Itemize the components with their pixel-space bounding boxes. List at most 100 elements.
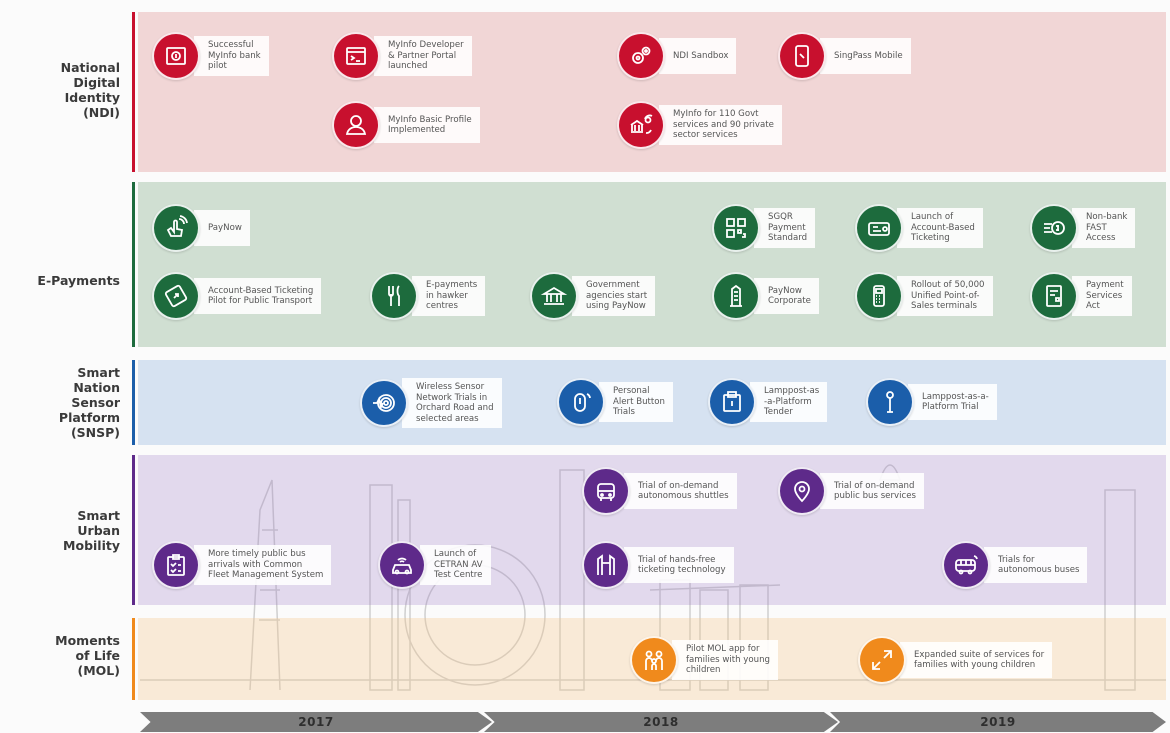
snsp-item-lamppost-tender: Lamppost-as -a-Platform Tender: [708, 378, 828, 426]
row-label-ndi: National Digital Identity (NDI): [60, 60, 120, 120]
epay-item-sgqr: SGQR Payment Standard: [712, 204, 816, 252]
wireless-sensor-icon: [360, 379, 408, 427]
government-exchange-icon: [617, 101, 665, 149]
item-label: More timely public bus arrivals with Com…: [194, 545, 332, 585]
epay-item-fast: Non-bank FAST Access: [1030, 204, 1136, 252]
item-label: Trial of hands-free ticketing technology: [624, 547, 734, 583]
item-label: PayNow: [194, 210, 250, 246]
item-label: SingPass Mobile: [820, 38, 911, 74]
item-label: Government agencies start using PayNow: [572, 276, 656, 316]
snsp-item-wireless-sensor: Wireless Sensor Network Trials in Orchar…: [360, 378, 502, 428]
item-label: NDI Sandbox: [659, 38, 737, 74]
lamppost-icon: [866, 378, 914, 426]
smartphone-icon: [778, 32, 826, 80]
item-label: Pilot MOL app for families with young ch…: [672, 640, 778, 680]
row-label-epayments: E-Payments: [37, 272, 120, 288]
autonomous-bus-icon: [942, 541, 990, 589]
gantry-icon: [582, 541, 630, 589]
clipboard-checklist-icon: [152, 541, 200, 589]
item-label: Trial of on-demand public bus services: [820, 473, 924, 509]
gears-icon: [617, 32, 665, 80]
mobility-item-on-demand-bus: Trial of on-demand public bus services: [778, 467, 924, 515]
expand-arrows-icon: [858, 636, 906, 684]
tap-hand-icon: [152, 204, 200, 252]
row-line-mobility: [132, 455, 135, 605]
row-line-snsp: [132, 360, 135, 445]
epay-item-paynow-corporate: PayNow Corporate: [712, 272, 819, 320]
row-label-mobility: Smart Urban Mobility: [63, 507, 120, 553]
epay-item-abt-pilot: Account-Based Ticketing Pilot for Public…: [152, 272, 322, 320]
building-icon: [712, 272, 760, 320]
item-label: E-payments in hawker centres: [412, 276, 486, 316]
item-label: Payment Services Act: [1072, 276, 1132, 316]
year-label: 2019: [980, 715, 1016, 729]
epay-item-paynow: PayNow: [152, 204, 250, 252]
ndi-item-sandbox: NDI Sandbox: [617, 32, 737, 80]
document-dollar-icon: [1030, 272, 1078, 320]
epay-item-pos: Rollout of 50,000 Unified Point-of- Sale…: [855, 272, 993, 320]
mol-item-pilot-app: Pilot MOL app for families with young ch…: [630, 636, 778, 684]
mobility-item-autonomous-shuttles: Trial of on-demand autonomous shuttles: [582, 467, 737, 515]
item-label: Rollout of 50,000 Unified Point-of- Sale…: [897, 276, 993, 316]
item-label: Lamppost-as-a- Platform Trial: [908, 384, 997, 420]
snsp-item-alert-button: Personal Alert Button Trials: [557, 378, 673, 426]
year-arrow-2017: 2017: [140, 712, 492, 732]
item-label: Wireless Sensor Network Trials in Orchar…: [402, 378, 502, 428]
row-line-ndi: [132, 12, 135, 172]
autonomous-car-icon: [378, 541, 426, 589]
item-label: SGQR Payment Standard: [754, 208, 816, 248]
family-icon: [630, 636, 678, 684]
item-label: MyInfo for 110 Govt services and 90 priv…: [659, 105, 782, 145]
item-label: Account-Based Ticketing Pilot for Public…: [194, 278, 322, 314]
government-icon: [530, 272, 578, 320]
mobility-item-hands-free: Trial of hands-free ticketing technology: [582, 541, 734, 589]
item-label: Trial of on-demand autonomous shuttles: [624, 473, 737, 509]
year-arrow-2019: 2019: [830, 712, 1166, 732]
safe-icon: [152, 32, 200, 80]
fork-knife-icon: [370, 272, 418, 320]
ndi-item-basic-profile: MyInfo Basic Profile Implemented: [332, 101, 480, 149]
fast-transfer-icon: [1030, 204, 1078, 252]
mobility-item-autonomous-buses: Trials for autonomous buses: [942, 541, 1088, 589]
row-label-mol: Moments of Life (MOL): [55, 632, 120, 678]
location-pin-icon: [778, 467, 826, 515]
epay-item-abt-launch: Launch of Account-Based Ticketing: [855, 204, 983, 252]
item-label: Trials for autonomous buses: [984, 547, 1088, 583]
qr-code-icon: [712, 204, 760, 252]
item-label: Launch of Account-Based Ticketing: [897, 208, 983, 248]
band-epayments: [138, 182, 1166, 347]
item-label: PayNow Corporate: [754, 278, 819, 314]
year-arrow-2018: 2018: [484, 712, 838, 732]
pos-terminal-icon: [855, 272, 903, 320]
shuttle-bus-icon: [582, 467, 630, 515]
mol-item-expanded-services: Expanded suite of services for families …: [858, 636, 1053, 684]
mobility-item-cetran: Launch of CETRAN AV Test Centre: [378, 541, 491, 589]
item-label: Lamppost-as -a-Platform Tender: [750, 382, 828, 422]
item-label: Non-bank FAST Access: [1072, 208, 1136, 248]
user-icon: [332, 101, 380, 149]
epay-item-payment-act: Payment Services Act: [1030, 272, 1132, 320]
terminal-icon: [332, 32, 380, 80]
card-icon: [152, 272, 200, 320]
mobility-item-fleet-management: More timely public bus arrivals with Com…: [152, 541, 332, 589]
ticket-card-icon: [855, 204, 903, 252]
item-label: MyInfo Basic Profile Implemented: [374, 107, 480, 143]
item-label: Launch of CETRAN AV Test Centre: [420, 545, 491, 585]
year-label: 2018: [643, 715, 679, 729]
item-label: Expanded suite of services for families …: [900, 642, 1053, 678]
row-line-mol: [132, 618, 135, 700]
item-label: Personal Alert Button Trials: [599, 382, 673, 422]
ndi-item-developer-portal: MyInfo Developer & Partner Portal launch…: [332, 32, 472, 80]
ndi-item-myinfo-bank-pilot: Successful MyInfo bank pilot: [152, 32, 269, 80]
ndi-item-singpass-mobile: SingPass Mobile: [778, 32, 911, 80]
item-label: Successful MyInfo bank pilot: [194, 36, 269, 76]
item-label: MyInfo Developer & Partner Portal launch…: [374, 36, 472, 76]
ndi-item-myinfo-services: MyInfo for 110 Govt services and 90 priv…: [617, 101, 782, 149]
year-label: 2017: [298, 715, 334, 729]
tender-document-icon: [708, 378, 756, 426]
alert-button-icon: [557, 378, 605, 426]
epay-item-hawker: E-payments in hawker centres: [370, 272, 486, 320]
row-line-epayments: [132, 182, 135, 347]
row-label-snsp: Smart Nation Sensor Platform (SNSP): [58, 365, 120, 440]
